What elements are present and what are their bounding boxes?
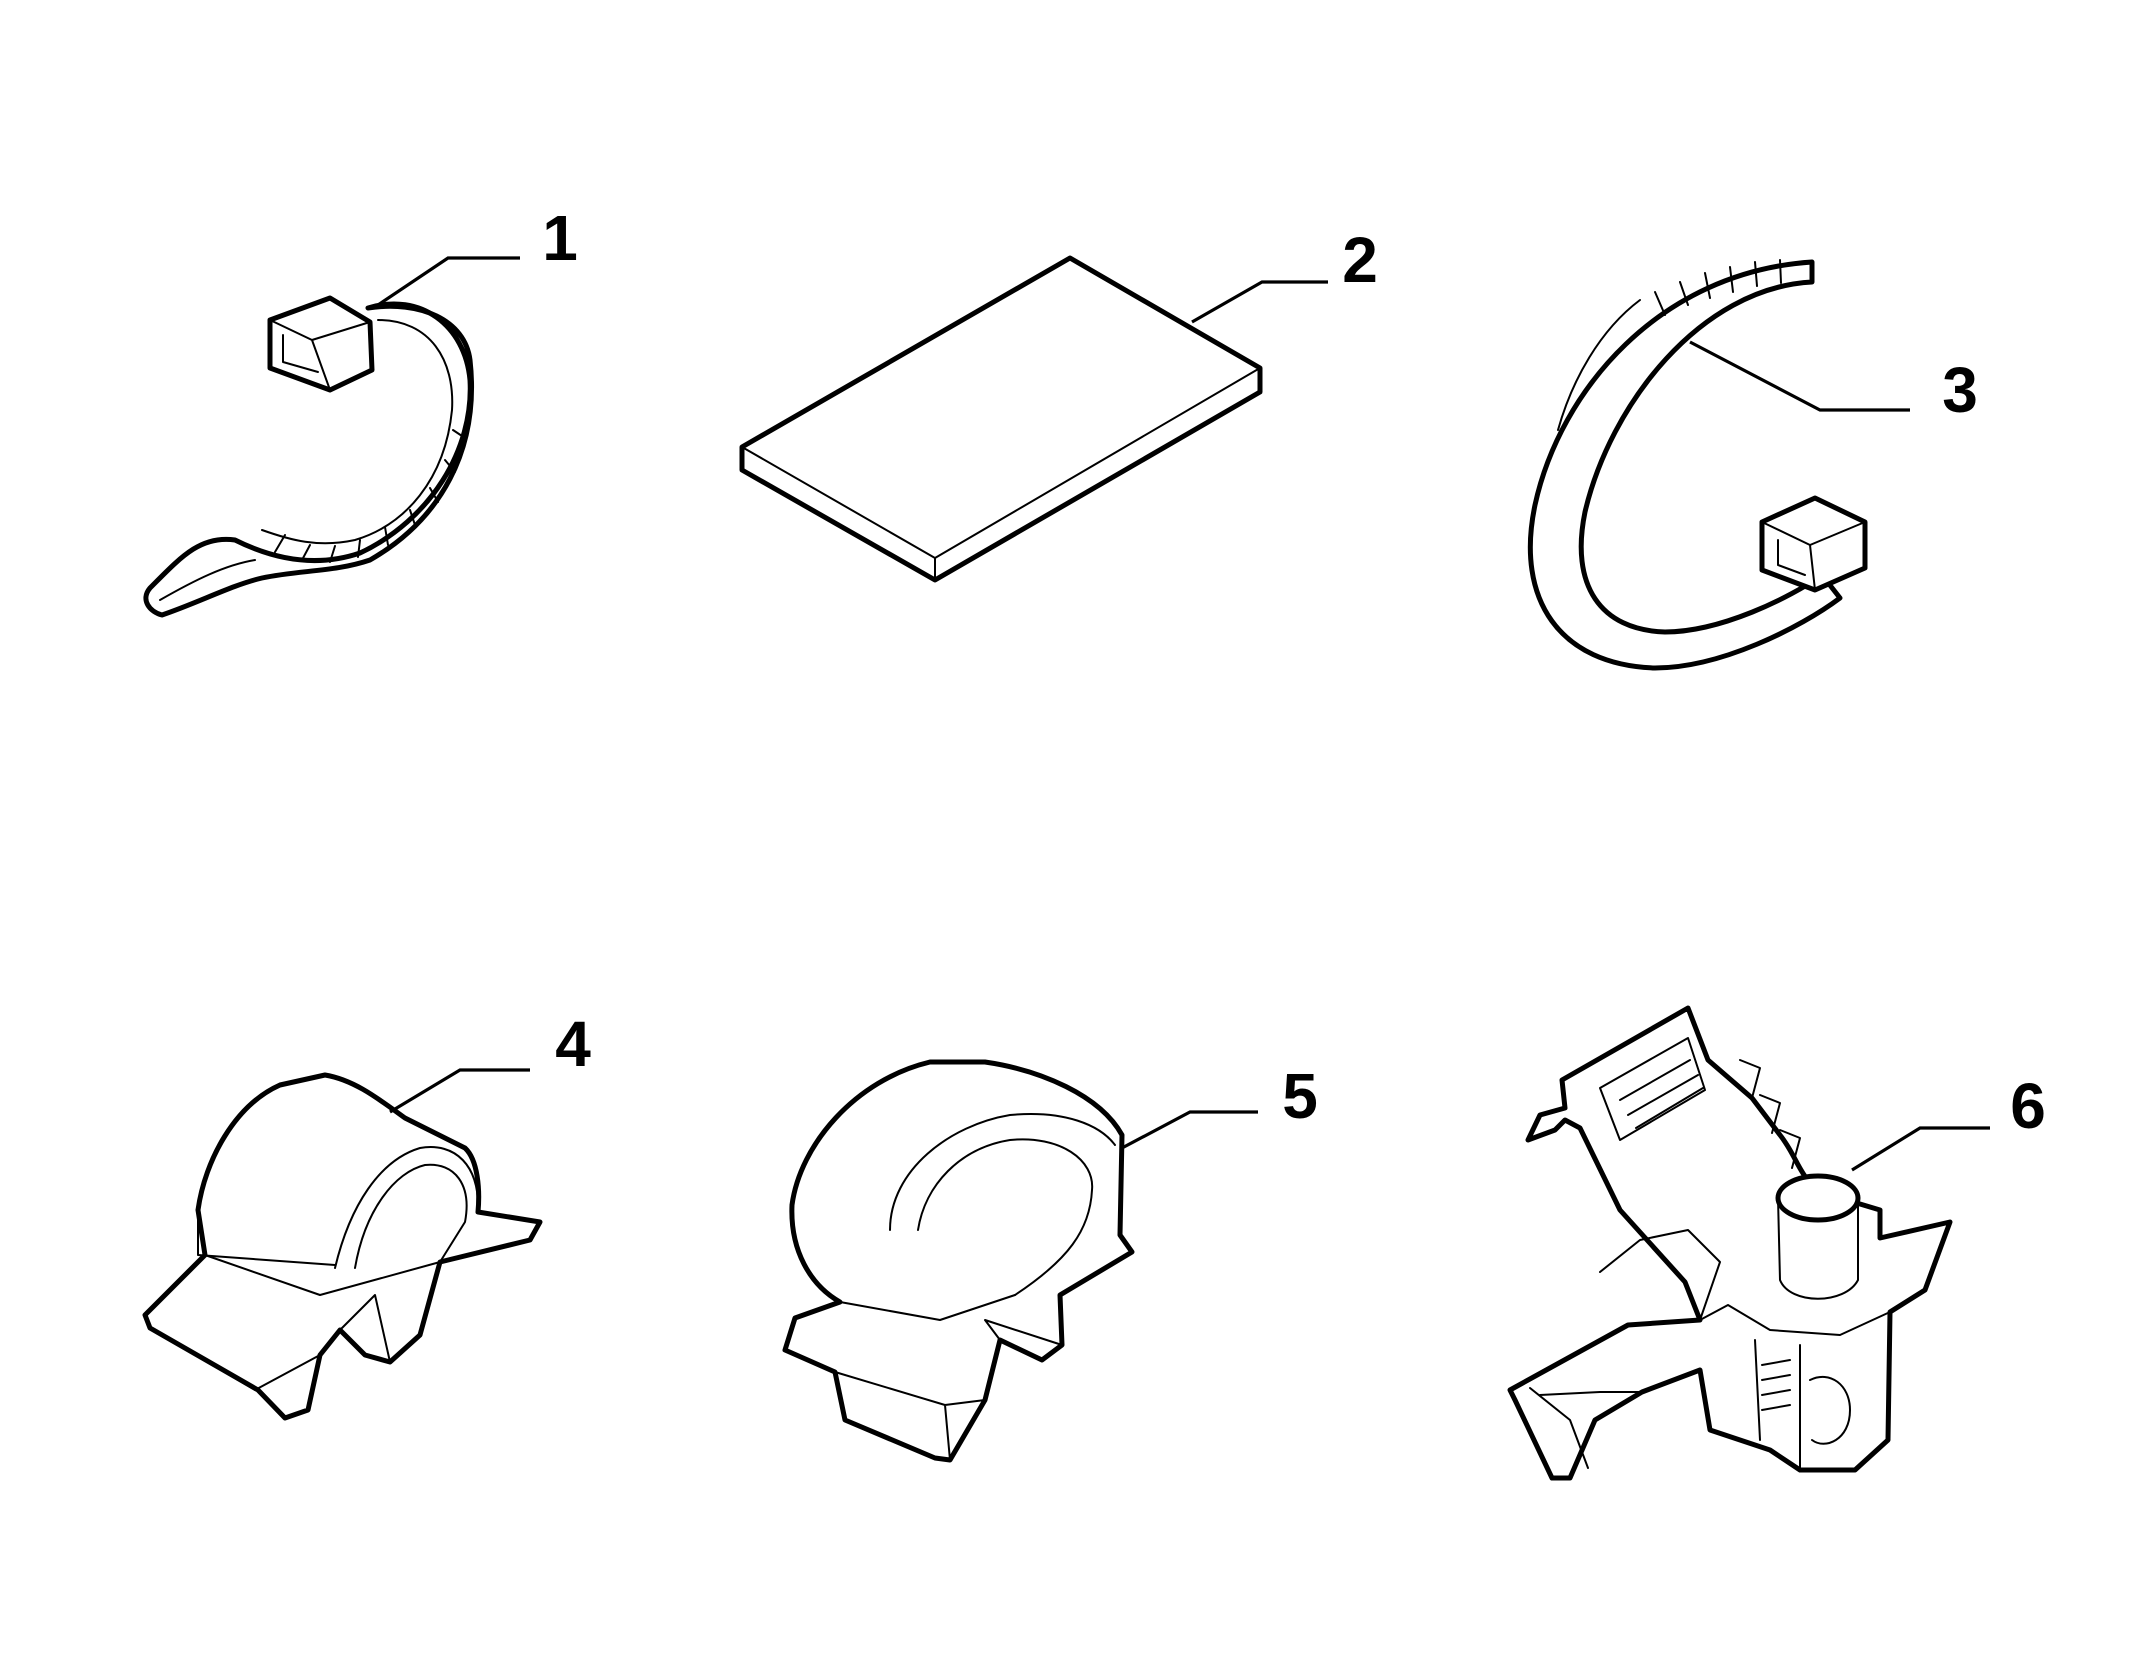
callout-number-2: 2 <box>1342 224 1378 296</box>
cable-tie-icon <box>143 295 474 618</box>
callout-number-1: 1 <box>542 202 578 274</box>
adhesive-pad-icon <box>739 255 1263 583</box>
cable-clip-icon <box>142 1072 543 1421</box>
cable-clip-large-icon <box>782 1059 1135 1463</box>
part-2: 2 <box>739 224 1378 583</box>
strap-band-icon <box>1527 259 1868 671</box>
part-1: 1 <box>143 202 578 618</box>
leader-line-2 <box>1191 280 1328 324</box>
leader-line-3 <box>1689 340 1910 412</box>
leader-line-4 <box>389 1068 530 1114</box>
leader-line-5 <box>1121 1110 1258 1150</box>
part-5: 5 <box>782 1059 1318 1463</box>
part-4: 4 <box>142 1008 591 1421</box>
callout-number-6: 6 <box>2010 1070 2046 1142</box>
leader-line-1 <box>377 256 520 307</box>
callout-number-3: 3 <box>1942 354 1978 426</box>
part-6: 6 <box>1507 1005 2046 1481</box>
callout-number-5: 5 <box>1282 1060 1318 1132</box>
leader-line-6 <box>1851 1126 1990 1172</box>
pipe-ring <box>1775 1173 1861 1223</box>
pipe-holder-clip-icon <box>1507 1005 1953 1481</box>
part-3: 3 <box>1527 259 1978 671</box>
callout-number-4: 4 <box>555 1008 591 1080</box>
